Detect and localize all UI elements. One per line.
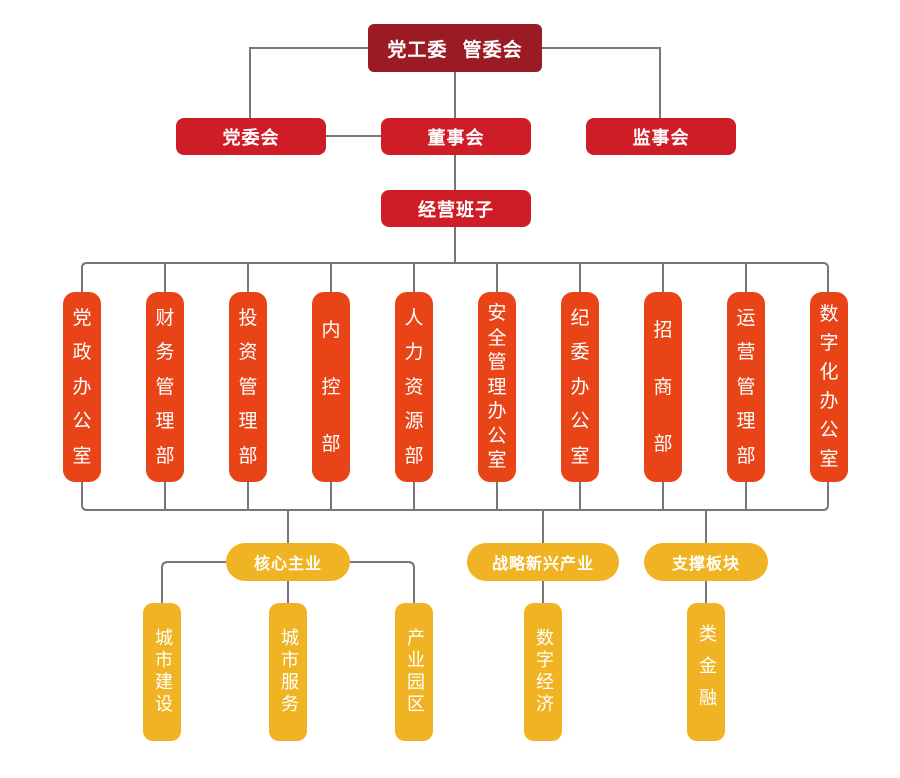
connector-dept-bottom-bus <box>81 482 829 511</box>
department-party-admin-office[interactable]: 党政办公室 <box>63 292 101 482</box>
segment-core-business[interactable]: 核心主业 <box>226 543 350 581</box>
department-label: 运营管理部 <box>736 306 756 467</box>
segment-core-business-label: 核心主业 <box>253 554 322 573</box>
department-human-resources[interactable]: 人力资源部 <box>395 292 433 482</box>
connector-dept-top-bus <box>81 262 829 292</box>
management-team-node[interactable]: 经营班子 <box>381 190 531 227</box>
board-of-supervisors-label: 监事会 <box>632 127 690 149</box>
party-work-committee-label: 党工委 管委会 <box>387 38 523 61</box>
segment-support-label: 支撑板块 <box>671 554 740 573</box>
unit-industrial-parks[interactable]: 产业园区 <box>395 603 433 741</box>
unit-digital-economy[interactable]: 数字经济 <box>524 603 562 741</box>
department-investment-promotion[interactable]: 招商部 <box>644 292 682 482</box>
department-label: 纪委办公室 <box>570 306 590 467</box>
department-label: 财务管理部 <box>155 306 175 467</box>
board-of-directors-label: 董事会 <box>427 127 485 149</box>
board-of-supervisors-node[interactable]: 监事会 <box>586 118 736 155</box>
connector-dept-drops <box>164 263 747 292</box>
board-of-directors-node[interactable]: 董事会 <box>381 118 531 155</box>
connector-core-left <box>161 561 226 603</box>
department-label: 内控部 <box>321 318 341 455</box>
unit-label: 城市服务 <box>278 628 299 716</box>
party-work-committee-node[interactable]: 党工委 管委会 <box>368 24 542 72</box>
party-committee-label: 党委会 <box>222 127 280 149</box>
department-discipline-office[interactable]: 纪委办公室 <box>561 292 599 482</box>
party-committee-node[interactable]: 党委会 <box>176 118 326 155</box>
connector-top-left <box>249 47 368 118</box>
unit-label: 城市建设 <box>152 628 173 716</box>
department-internal-control[interactable]: 内控部 <box>312 292 350 482</box>
department-safety-office[interactable]: 安全管理办公室 <box>478 292 516 482</box>
connector-dept-rises <box>164 482 747 510</box>
management-team-label: 经营班子 <box>418 199 494 221</box>
department-label: 招商部 <box>653 318 673 455</box>
department-operations[interactable]: 运营管理部 <box>727 292 765 482</box>
unit-urban-construction[interactable]: 城市建设 <box>143 603 181 741</box>
segment-support[interactable]: 支撑板块 <box>644 543 768 581</box>
segment-emerging-industries-label: 战略新兴产业 <box>491 554 594 573</box>
department-label: 投资管理部 <box>238 306 258 467</box>
department-finance[interactable]: 财务管理部 <box>146 292 184 482</box>
department-investment[interactable]: 投资管理部 <box>229 292 267 482</box>
department-label: 数字化办公室 <box>819 303 839 470</box>
unit-label: 数字经济 <box>533 628 554 716</box>
unit-quasi-finance[interactable]: 类金融 <box>687 603 725 741</box>
segment-emerging-industries[interactable]: 战略新兴产业 <box>467 543 619 581</box>
department-label: 人力资源部 <box>404 306 424 467</box>
connector-top-right <box>542 47 661 118</box>
unit-label: 类金融 <box>696 624 717 720</box>
department-digitalization-office[interactable]: 数字化办公室 <box>810 292 848 482</box>
connector-core-right <box>350 561 415 603</box>
department-label: 党政办公室 <box>72 306 92 467</box>
department-label: 安全管理办公室 <box>487 302 507 472</box>
unit-urban-services[interactable]: 城市服务 <box>269 603 307 741</box>
unit-label: 产业园区 <box>404 628 425 716</box>
